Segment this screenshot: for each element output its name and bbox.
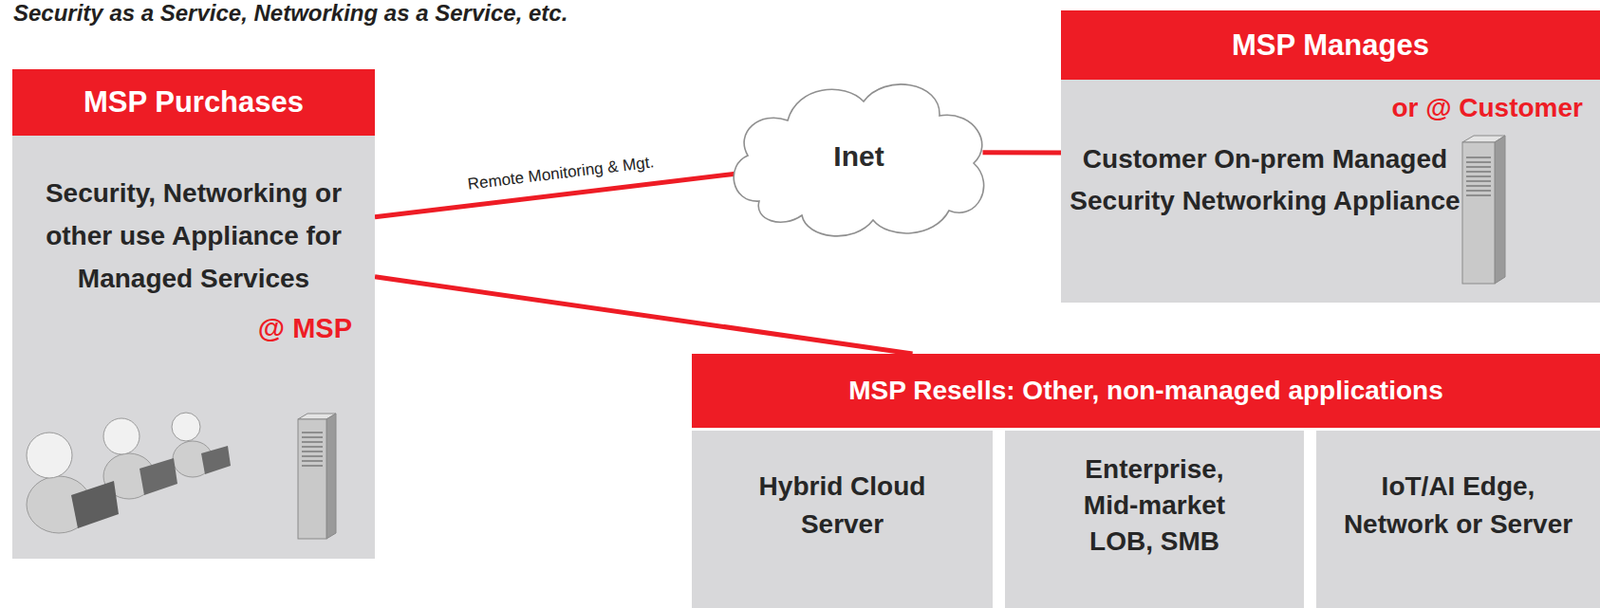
illustration-part — [301, 428, 323, 467]
illustration-part — [1462, 135, 1506, 143]
location-tag: or @ Customer — [1060, 93, 1600, 124]
illustration-part — [71, 481, 119, 529]
illustration-part — [1466, 153, 1491, 198]
box-text: Enterprise, Mid-market LOB, SMB — [1069, 451, 1241, 560]
illustration-part — [297, 413, 336, 420]
connector-line — [983, 149, 1062, 155]
connector-label: Remote Monitoring & Mgt. — [466, 152, 655, 194]
header-text: MSP Resells: Other, non-managed applicat… — [691, 353, 1600, 428]
box-text: IoT/AI Edge, Network or Server — [1334, 467, 1583, 544]
illustration-part — [171, 412, 201, 442]
location-tag: @ MSP — [12, 313, 375, 345]
illustration-part — [103, 453, 155, 500]
application-box: IoT/AI Edge, Network or Server — [1316, 430, 1600, 608]
diagram-title: Security as a Service, Networking as a S… — [13, 0, 568, 27]
panel-box: MSP Manages or @ CustomerCustomer On-prem… — [1060, 10, 1600, 303]
operators-figure — [26, 412, 231, 534]
application-box: Hybrid Cloud Server — [691, 430, 993, 608]
server-tower — [297, 413, 336, 540]
header-text: MSP Purchases — [12, 69, 375, 136]
connector-line — [374, 277, 913, 354]
cloud-node: Inet — [721, 68, 997, 244]
header-text: MSP Manages — [1060, 10, 1600, 80]
panel-box: MSP PurchasesSecurity, Networking or oth… — [12, 69, 375, 559]
box-text: Hybrid Cloud Server — [747, 467, 938, 544]
illustration-part — [326, 413, 336, 540]
illustration-part — [1494, 135, 1506, 284]
illustration-part — [172, 441, 213, 478]
application-box: Enterprise, Mid-market LOB, SMB — [1004, 430, 1304, 608]
illustration-part — [26, 432, 73, 479]
illustration-part — [201, 446, 231, 475]
cloud-outline — [733, 84, 984, 237]
illustration-part — [1462, 142, 1495, 284]
illustration-part — [297, 419, 327, 540]
panel-box: MSP Resells: Other, non-managed applicat… — [691, 353, 1600, 608]
illustration-part — [139, 458, 178, 496]
illustration-part — [26, 476, 92, 534]
box-text: Inet — [833, 140, 884, 173]
box-text: Customer On-prem Managed Security Networ… — [1060, 138, 1470, 223]
server-tower — [1462, 135, 1506, 284]
illustration-part — [103, 418, 140, 455]
box-text: Security, Networking or other use Applia… — [30, 171, 357, 300]
